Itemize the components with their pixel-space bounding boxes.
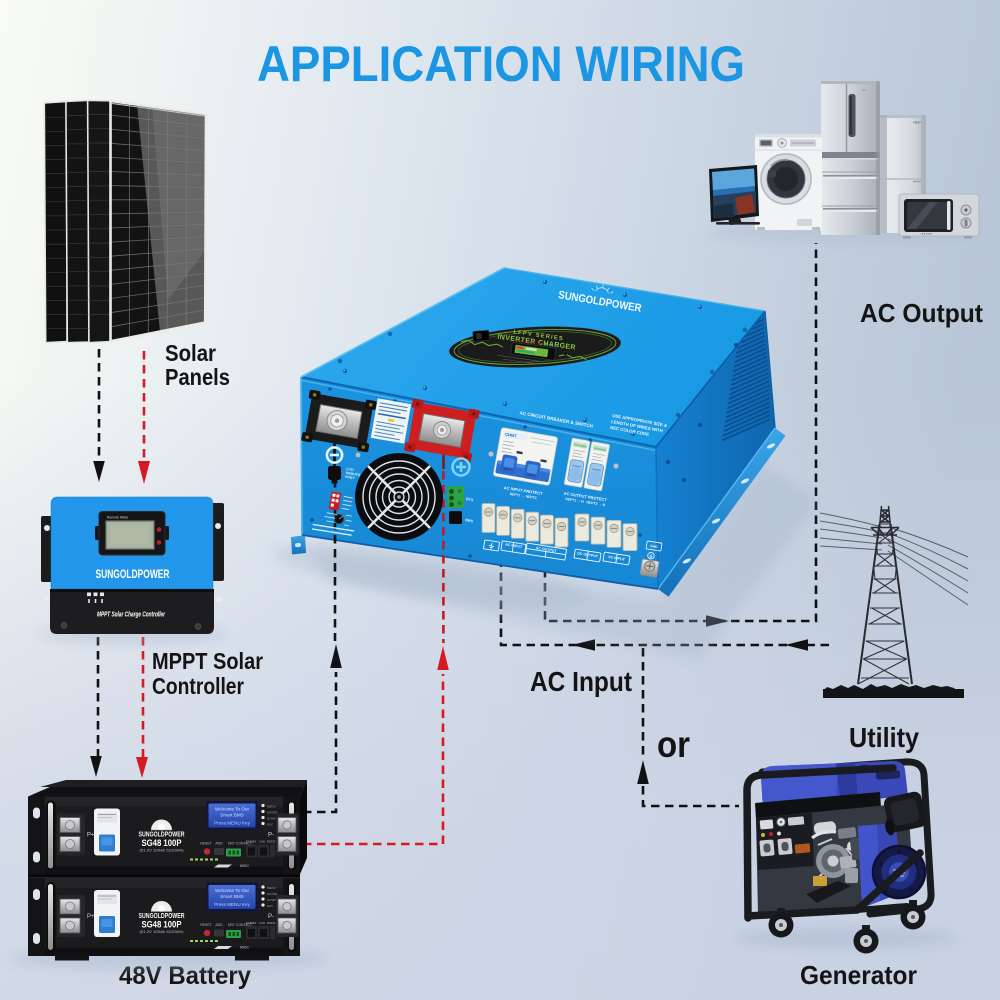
svg-text:REMOTE: REMOTE [345,471,361,478]
svg-text:Solar: Solar [165,340,216,366]
svg-text:Panels: Panels [165,364,230,390]
svg-text:∎∎: ∎∎ [862,88,867,92]
svg-text:AC OUTPUT: AC OUTPUT [535,546,557,553]
svg-text:∎∎: ∎∎ [915,121,920,125]
svg-text:NEPT1 → NEPT2: NEPT1 → NEPT2 [509,492,537,500]
svg-text:LCD: LCD [346,467,354,472]
svg-text:PV INPUT: PV INPUT [608,555,626,562]
svg-text:PORT: PORT [345,475,356,481]
svg-text:GND: GND [650,544,659,549]
svg-text:NEPT1 → N NEPT2 → N: NEPT1 → N NEPT2 → N [565,497,606,507]
svg-text:Schneider: Schneider [574,443,587,449]
svg-text:CHNT: CHNT [505,432,518,439]
svg-text:SUNGOLDPOWER: SUNGOLDPOWER [96,567,170,581]
svg-text:AC INPUT: AC INPUT [505,543,523,550]
svg-text:Generator: Generator [800,960,917,990]
svg-text:Controller: Controller [152,673,244,699]
svg-text:DC OUTPUT: DC OUTPUT [577,551,599,558]
svg-text:∎∎∎∎∎: ∎∎∎∎∎ [921,232,932,236]
svg-text:BTS: BTS [466,497,474,502]
svg-text:BMS: BMS [465,518,474,523]
svg-text:AC Output: AC Output [860,298,983,328]
svg-text:MPPT Solar Charge Controller: MPPT Solar Charge Controller [97,610,166,619]
svg-text:Schneider: Schneider [594,446,607,452]
svg-text:or: or [657,724,690,765]
svg-text:APPLICATION WIRING: APPLICATION WIRING [257,36,745,92]
svg-text:AC INPUT PROTECT: AC INPUT PROTECT [504,485,544,496]
svg-text:AC Input: AC Input [530,666,632,697]
svg-text:Remote Meter: Remote Meter [107,516,129,520]
svg-text:MPPT Solar: MPPT Solar [152,648,263,674]
svg-text:AC OUTPUT PROTECT: AC OUTPUT PROTECT [563,491,607,503]
svg-text:Utility: Utility [849,722,919,753]
